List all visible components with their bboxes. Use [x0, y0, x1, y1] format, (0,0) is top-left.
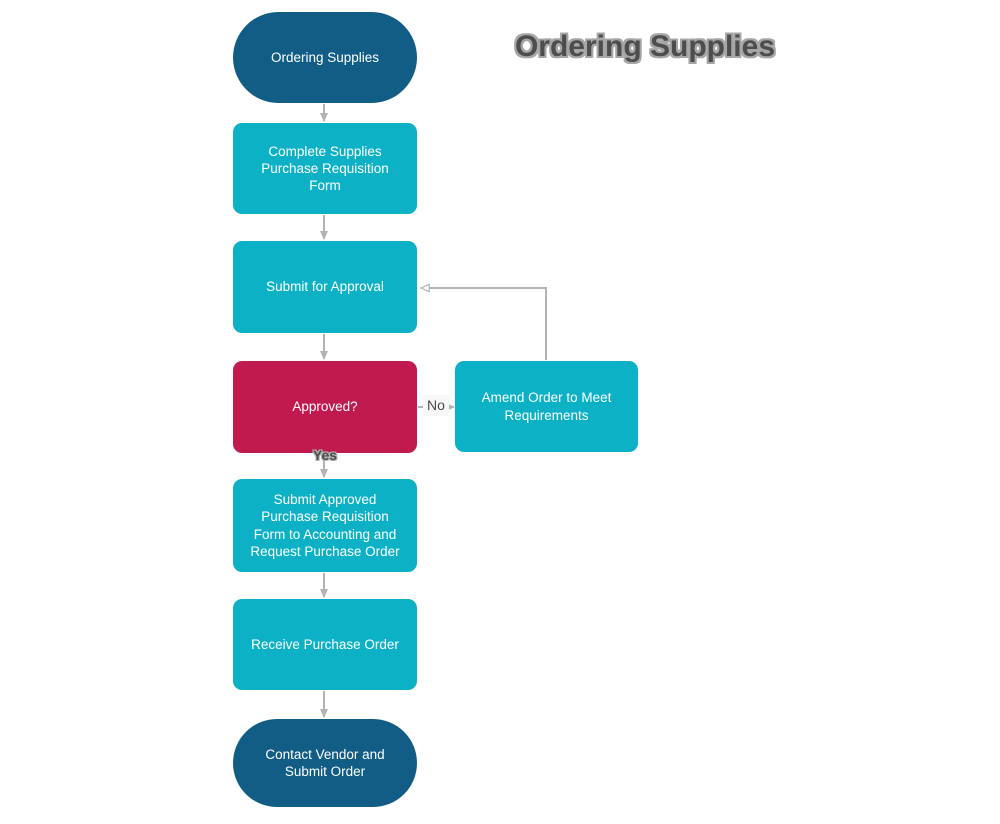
edge-label-no: No [423, 395, 449, 416]
diagram-title: Ordering Supplies [514, 30, 776, 63]
node-receive-purchase-order: Receive Purchase Order [233, 599, 417, 690]
arrow-amend-to-submit-feedback [422, 288, 547, 360]
node-receive-purchase-order-label: Receive Purchase Order [251, 636, 399, 652]
node-end-terminator: Contact Vendor and Submit Order [233, 719, 417, 807]
node-amend-order: Amend Order to Meet Requirements [455, 361, 638, 452]
node-start-terminator: Ordering Supplies [233, 12, 417, 103]
node-submit-approved-form-label: Submit Approved Purchase Requisition For… [250, 491, 400, 559]
node-approved-decision-label: Approved? [292, 399, 358, 415]
node-complete-requisition-form: Complete Supplies Purchase Requisition F… [233, 123, 417, 214]
node-end-label: Contact Vendor and Submit Order [265, 746, 385, 779]
node-submit-for-approval: Submit for Approval [233, 241, 417, 333]
node-complete-requisition-form-label: Complete Supplies Purchase Requisition F… [261, 143, 389, 194]
edge-label-yes: Yes [312, 447, 338, 463]
node-amend-order-label: Amend Order to Meet Requirements [481, 390, 612, 423]
node-submit-for-approval-label: Submit for Approval [266, 279, 384, 295]
node-submit-approved-form: Submit Approved Purchase Requisition For… [233, 479, 417, 572]
node-approved-decision: Approved? [233, 361, 417, 453]
node-start-label: Ordering Supplies [270, 49, 380, 65]
